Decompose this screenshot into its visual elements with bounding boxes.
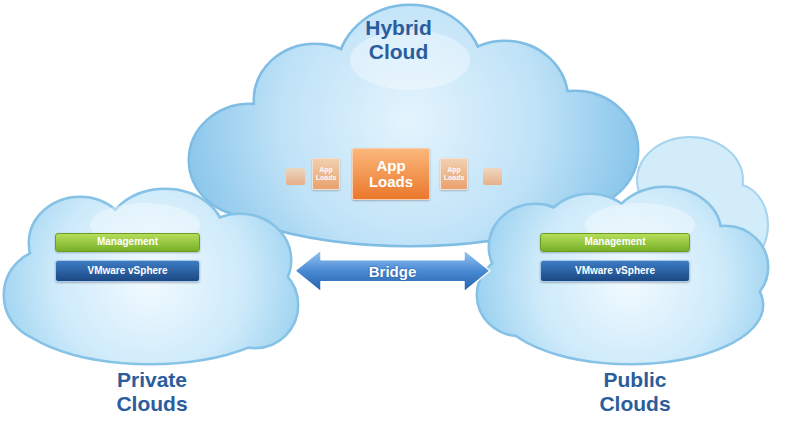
app-load-label: App Loads [314, 166, 338, 181]
cloud-title: Private Clouds [97, 368, 207, 416]
app-load-box: App Loads [312, 158, 340, 190]
cloud-puff [10, 247, 290, 363]
cloud-rim [5, 190, 297, 363]
app-load-label: App Loads [361, 158, 421, 190]
cloud-body [5, 190, 297, 363]
layer-label: Management [584, 237, 645, 248]
cloud-rim [478, 188, 767, 363]
bridge-arrow [295, 250, 490, 292]
layer-label: VMware vSphere [87, 266, 167, 277]
vsphere-bar: VMware vSphere [55, 260, 200, 282]
cloud-title: Hybrid Cloud [351, 16, 446, 64]
layer-label: Management [97, 237, 158, 248]
vsphere-bar: VMware vSphere [540, 260, 690, 282]
edge-label: Bridge [369, 262, 417, 279]
management-bar: Management [540, 233, 690, 252]
cloud-puff [10, 247, 290, 363]
public-cloud: Public Clouds ManagementVMware vSphere [490, 185, 765, 420]
cloud-title: Public Clouds [580, 368, 690, 416]
cloud-puff [498, 247, 762, 363]
app-load-box: App Loads [352, 148, 430, 200]
cloud-body [478, 188, 767, 363]
management-bar: Management [55, 233, 200, 252]
cloud-puff [498, 247, 762, 363]
app-load-label: App Loads [442, 166, 466, 181]
app-load-box: App Loads [440, 158, 468, 190]
layer-label: VMware vSphere [575, 266, 655, 277]
private-cloud: Private Clouds ManagementVMware vSphere [5, 185, 295, 420]
